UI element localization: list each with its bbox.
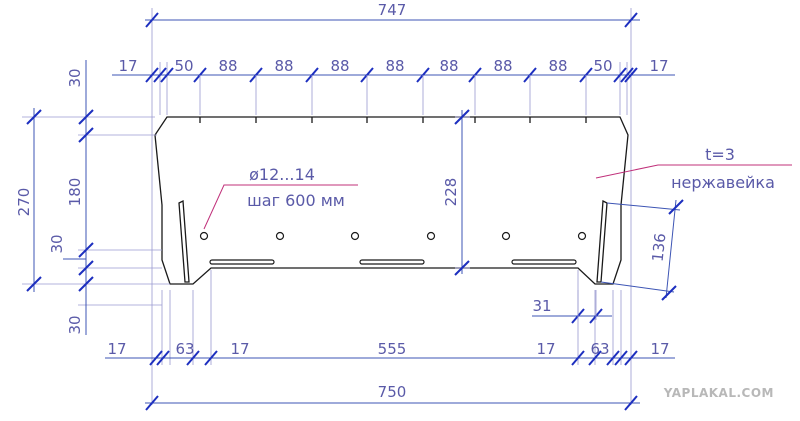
dim-top-17-right: 17 — [649, 57, 668, 75]
material-note: нержавейка — [671, 173, 775, 192]
dim-left-30-bottom: 30 — [66, 315, 84, 334]
dim-bot-17-inner-left: 17 — [230, 340, 249, 358]
dim-top-17-left: 17 — [118, 57, 137, 75]
dim-228: 228 — [442, 178, 460, 207]
dim-136: 136 — [649, 232, 670, 262]
dim-180: 180 — [66, 178, 84, 207]
trough-body — [154, 116, 629, 285]
hole-4 — [426, 231, 436, 241]
dim-747: 747 — [378, 1, 407, 19]
dim-top-88-4: 88 — [385, 57, 404, 75]
slot-left — [209, 259, 275, 265]
dim-270: 270 — [15, 188, 33, 217]
dim-bot-17-right: 17 — [650, 340, 669, 358]
top-notches — [199, 117, 587, 123]
dim-bot-63-right: 63 — [590, 340, 609, 358]
dim-bot-555: 555 — [378, 340, 407, 358]
dim-top-88-6: 88 — [493, 57, 512, 75]
hole-3 — [350, 231, 360, 241]
part-outline — [154, 116, 629, 285]
dim-top-88-7: 88 — [548, 57, 567, 75]
dim-bot-17-inner-right: 17 — [536, 340, 555, 358]
dim-bot-63-left: 63 — [175, 340, 194, 358]
thickness-note: t=3 — [705, 145, 735, 164]
extension-lines — [22, 8, 632, 405]
hole-pitch-note: шаг 600 мм — [247, 191, 345, 210]
hole-1 — [199, 231, 209, 241]
dimension-texts: 747 750 17 50 88 88 88 88 88 88 88 50 17… — [15, 1, 670, 401]
dim-left-30-mid: 30 — [48, 234, 66, 253]
watermark: YAPLAKAL.COM — [663, 386, 774, 400]
dim-top-88-3: 88 — [330, 57, 349, 75]
dim-bot-17-left: 17 — [107, 340, 126, 358]
dim-top-88-5: 88 — [439, 57, 458, 75]
dim-top-50-left: 50 — [174, 57, 193, 75]
slot-right — [511, 259, 577, 265]
hole-diameter-note: ø12...14 — [249, 165, 315, 184]
left-inner-flange — [178, 199, 190, 283]
hole-6 — [577, 231, 587, 241]
slot-middle — [359, 259, 425, 265]
dim-top-88-1: 88 — [218, 57, 237, 75]
hole-2 — [275, 231, 285, 241]
dim-750: 750 — [378, 383, 407, 401]
material-leader — [595, 164, 792, 179]
hole-5 — [501, 231, 511, 241]
notes: ø12...14 шаг 600 мм t=3 нержавейка — [247, 145, 775, 210]
dimension-lines — [26, 12, 684, 411]
dim-left-30-top: 30 — [66, 68, 84, 87]
hole-leader — [203, 184, 358, 230]
dim-top-50-right: 50 — [593, 57, 612, 75]
right-inner-flange — [596, 199, 608, 283]
dim-31: 31 — [532, 297, 551, 315]
leaders — [203, 164, 792, 230]
dim-top-88-2: 88 — [274, 57, 293, 75]
